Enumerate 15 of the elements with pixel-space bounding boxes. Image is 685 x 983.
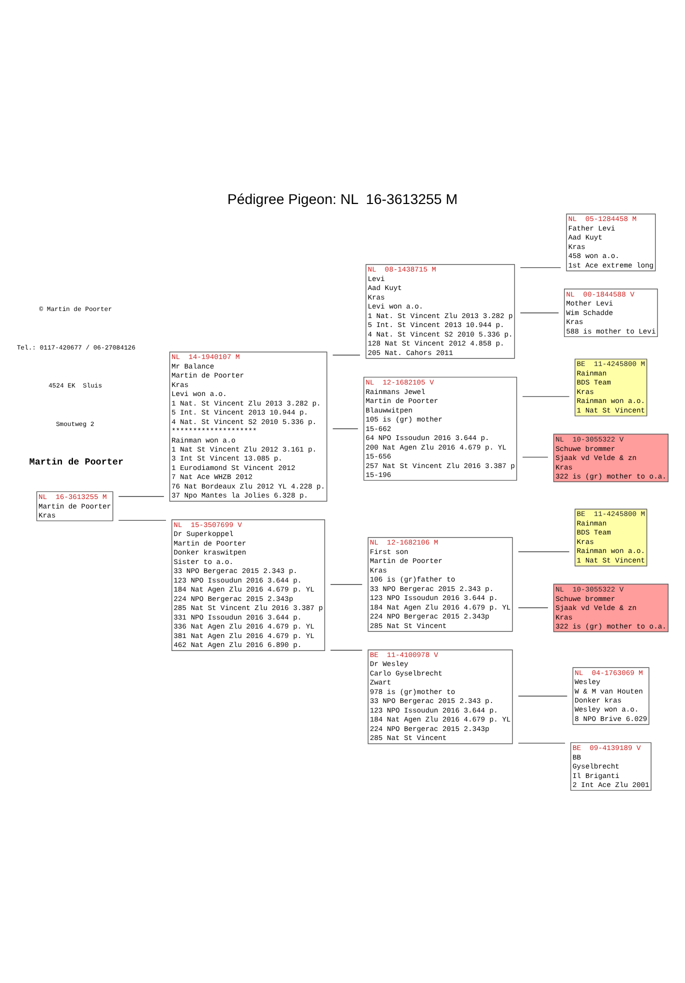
connector [330,584,362,585]
connector [520,312,559,314]
connector [518,607,548,608]
connector [518,551,570,552]
connector [332,354,360,356]
connector [522,456,548,458]
diagram-title: Pédigree Pigeon: NL 16-3613255 M [227,192,458,208]
connector [520,267,562,268]
connector [118,520,166,521]
connector [522,396,570,397]
label: Martin de Poorter [29,456,124,468]
connector [118,496,164,497]
connector [330,650,362,651]
connector [518,742,566,744]
connector [332,428,358,430]
